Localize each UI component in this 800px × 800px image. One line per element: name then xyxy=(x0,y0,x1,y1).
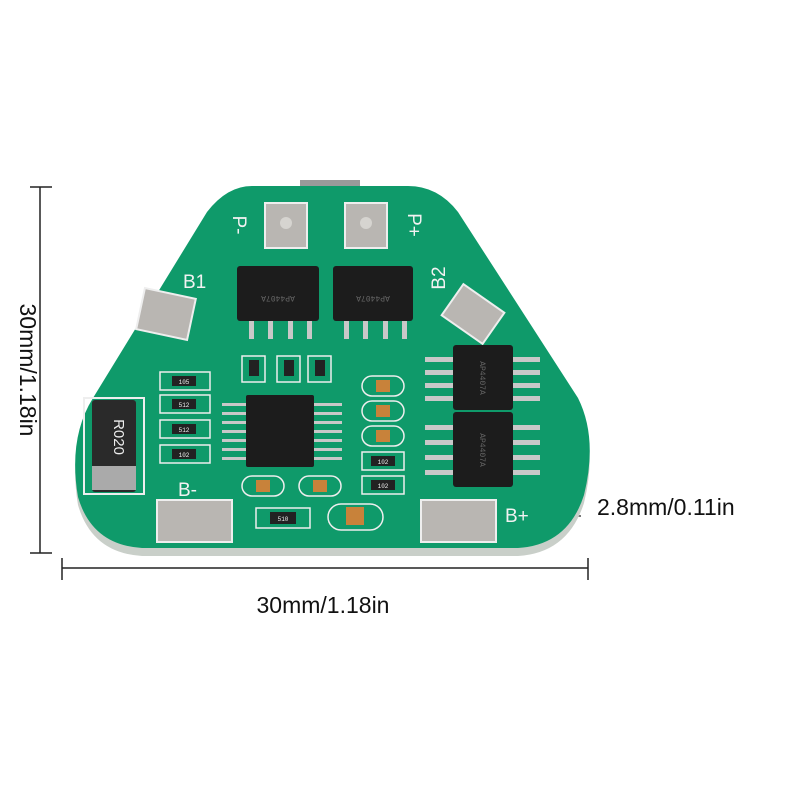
p-plus-label: P+ xyxy=(403,213,424,237)
height-label: 30mm/1.18in xyxy=(15,304,41,437)
mosfet-marking: AP4407A xyxy=(477,433,486,467)
b-plus-pad xyxy=(420,499,497,543)
mosfet-chip-2: AP4407A xyxy=(333,266,413,339)
capacitor xyxy=(327,503,384,531)
small-resistor xyxy=(307,355,332,383)
p-minus-label: P- xyxy=(228,216,249,235)
edge-connector xyxy=(300,180,360,186)
mosfet-chip-4: AP4407A xyxy=(425,412,540,487)
b-minus-pad xyxy=(156,499,233,543)
pcb-board: P- P+ B1 B2 B- B+ AP4407A AP4407A AP4407… xyxy=(75,180,590,556)
height-dimension: 30mm/1.18in xyxy=(15,186,52,554)
resistor-label: 105 xyxy=(179,379,190,386)
capacitor xyxy=(361,400,405,422)
width-dimension: 30mm/1.18in xyxy=(61,558,589,618)
thickness-dimension: 2.8mm/0.11in xyxy=(571,494,735,520)
resistor-102: 102 xyxy=(361,475,405,495)
b-plus-label: B+ xyxy=(505,506,529,527)
mosfet-marking: AP4407A xyxy=(356,293,390,302)
capacitor xyxy=(298,475,342,497)
thickness-label: 2.8mm/0.11in xyxy=(597,494,735,520)
b-minus-label: B- xyxy=(178,480,197,501)
resistor-label: 512 xyxy=(179,427,190,434)
resistor-label: 102 xyxy=(179,452,190,459)
resistor-512: 512 xyxy=(159,419,211,439)
small-resistor xyxy=(241,355,266,383)
width-label: 30mm/1.18in xyxy=(257,592,390,618)
resistor-102: 102 xyxy=(361,451,405,471)
protection-ic xyxy=(222,395,342,467)
capacitor xyxy=(361,425,405,447)
resistor-label: 102 xyxy=(378,459,389,466)
resistor-label: 512 xyxy=(179,402,190,409)
b1-label: B1 xyxy=(183,272,206,293)
shunt-resistor-label: R020 xyxy=(110,419,127,455)
small-resistor xyxy=(276,355,301,383)
resistor-label: 102 xyxy=(378,483,389,490)
b2-pad xyxy=(440,282,506,346)
b1-pad xyxy=(135,286,197,342)
resistor-510: 510 xyxy=(255,507,311,529)
mosfet-marking: AP4407A xyxy=(477,361,486,395)
resistor-102: 102 xyxy=(159,444,211,464)
mosfet-chip-3: AP4407A xyxy=(425,345,540,410)
shunt-resistor: R020 xyxy=(83,397,145,495)
capacitor xyxy=(361,375,405,397)
resistor-512: 512 xyxy=(159,394,211,414)
resistor-label: 510 xyxy=(278,516,289,523)
resistor-105: 105 xyxy=(159,371,211,391)
capacitor xyxy=(241,475,285,497)
mosfet-marking: AP4407A xyxy=(261,293,295,302)
b2-label: B2 xyxy=(429,266,450,289)
mosfet-chip-1: AP4407A xyxy=(237,266,319,339)
